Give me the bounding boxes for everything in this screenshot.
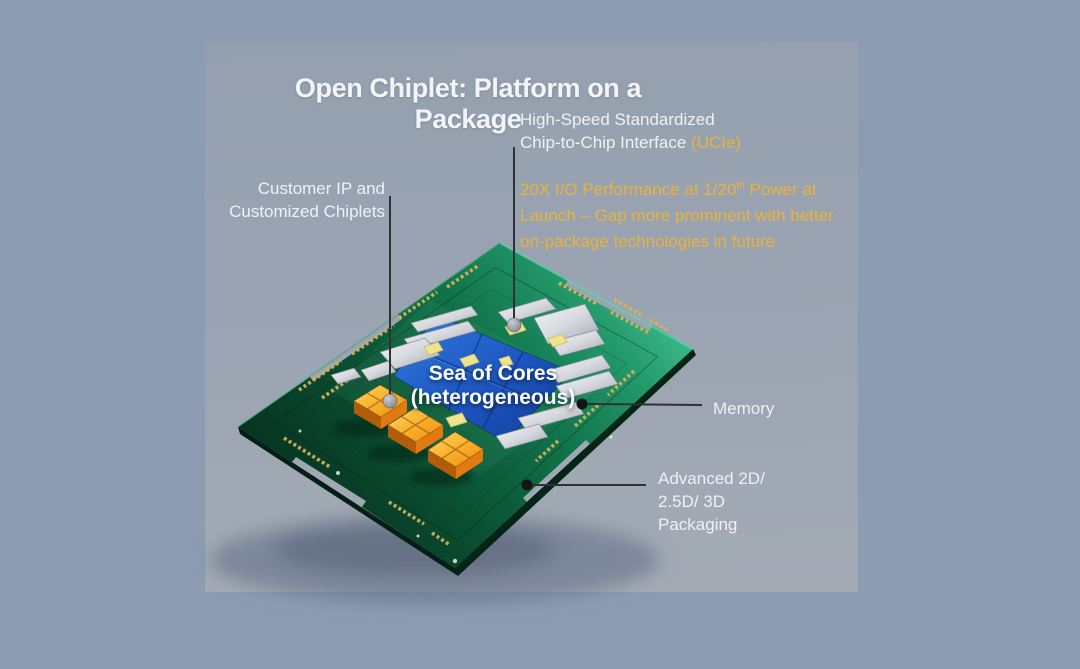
chiplet-silver-tiles: [330, 297, 619, 450]
callout-interface-line1: High-Speed Standardized: [520, 110, 715, 129]
callout-dot-memory: [576, 398, 588, 410]
callout-dot-customer-ip: [382, 393, 398, 409]
callout-performance-line3: on-package technologies in future: [520, 232, 776, 251]
callout-interface-ucie-highlight: (UCIe): [691, 133, 742, 152]
callout-packaging-line2: 2.5D/ 3D: [658, 492, 726, 511]
callout-performance: 20X I/O Performance at 1/20th Power at L…: [520, 177, 834, 255]
callout-interface-line2: Chip-to-Chip Interface: [520, 133, 692, 152]
callout-memory: Memory: [713, 399, 775, 418]
callout-packaging: Advanced 2D/ 2.5D/ 3D Packaging: [658, 467, 765, 536]
orange-die-3: [427, 431, 484, 479]
callout-performance-line1: 20X I/O Performance at 1/20: [520, 180, 737, 199]
chip-vias: [298, 429, 613, 564]
callout-dot-packaging: [521, 479, 533, 491]
callout-dots: [382, 317, 588, 491]
callout-customer-line1: Customer IP and: [257, 179, 385, 198]
chiplet-orange-dies: [333, 384, 484, 486]
callout-lines: [389, 147, 703, 486]
callout-dot-ucie: [506, 317, 522, 333]
page-title: Open Chiplet: Platform on a Package: [294, 73, 642, 135]
label-sea-of-cores: Sea of Cores (heterogeneous): [398, 362, 588, 410]
chip-pin-pads: [283, 263, 669, 547]
callout-packaging-line1: Advanced 2D/: [658, 469, 765, 488]
callout-line-memory: [584, 403, 703, 406]
callout-performance-line2: Launch – Gap more prominent with better: [520, 206, 834, 225]
callout-packaging-line3: Packaging: [658, 515, 738, 534]
sea-of-cores-line1: Sea of Cores: [428, 362, 558, 385]
callout-customer-ip: Customer IP and Customized Chiplets: [202, 177, 385, 223]
callout-interface: High-Speed Standardized Chip-to-Chip Int…: [520, 108, 741, 154]
chip-board-edge: [238, 349, 696, 576]
callout-customer-line2: Customized Chiplets: [229, 202, 385, 221]
callout-performance-superscript: th: [736, 180, 745, 192]
orange-die-2: [387, 407, 444, 454]
sea-of-cores-line2: (heterogeneous): [410, 386, 576, 409]
